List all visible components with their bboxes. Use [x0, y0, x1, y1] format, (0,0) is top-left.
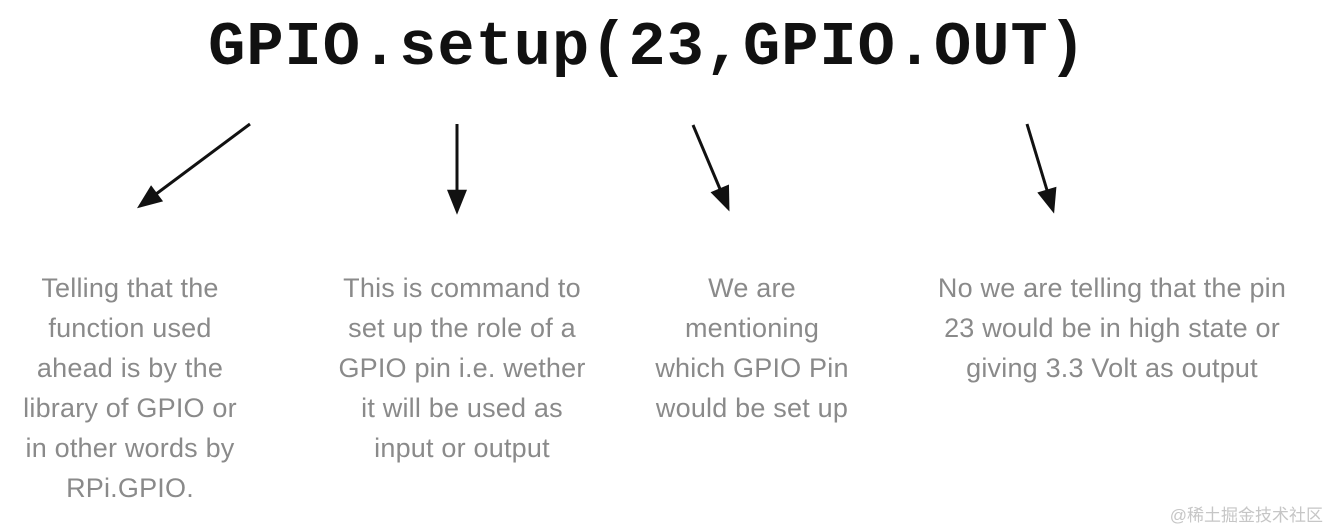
arrow-down-left-icon — [136, 122, 251, 209]
arrow-down-right-icon — [691, 124, 730, 212]
code-title: GPIO.setup(23,GPIO.OUT) — [208, 12, 1087, 83]
annotation-gpio-library: Telling that the function used ahead is … — [23, 273, 237, 503]
watermark: @稀土掘金技术社区 — [1169, 506, 1323, 525]
annotation-setup-command: This is command to set up the role of a … — [338, 273, 586, 463]
arrow-down-right-icon — [1025, 123, 1057, 214]
annotation-output-state: No we are telling that the pin 23 would … — [937, 273, 1287, 383]
annotation-pin-number: We are mentioning which GPIO Pin would b… — [655, 273, 849, 423]
